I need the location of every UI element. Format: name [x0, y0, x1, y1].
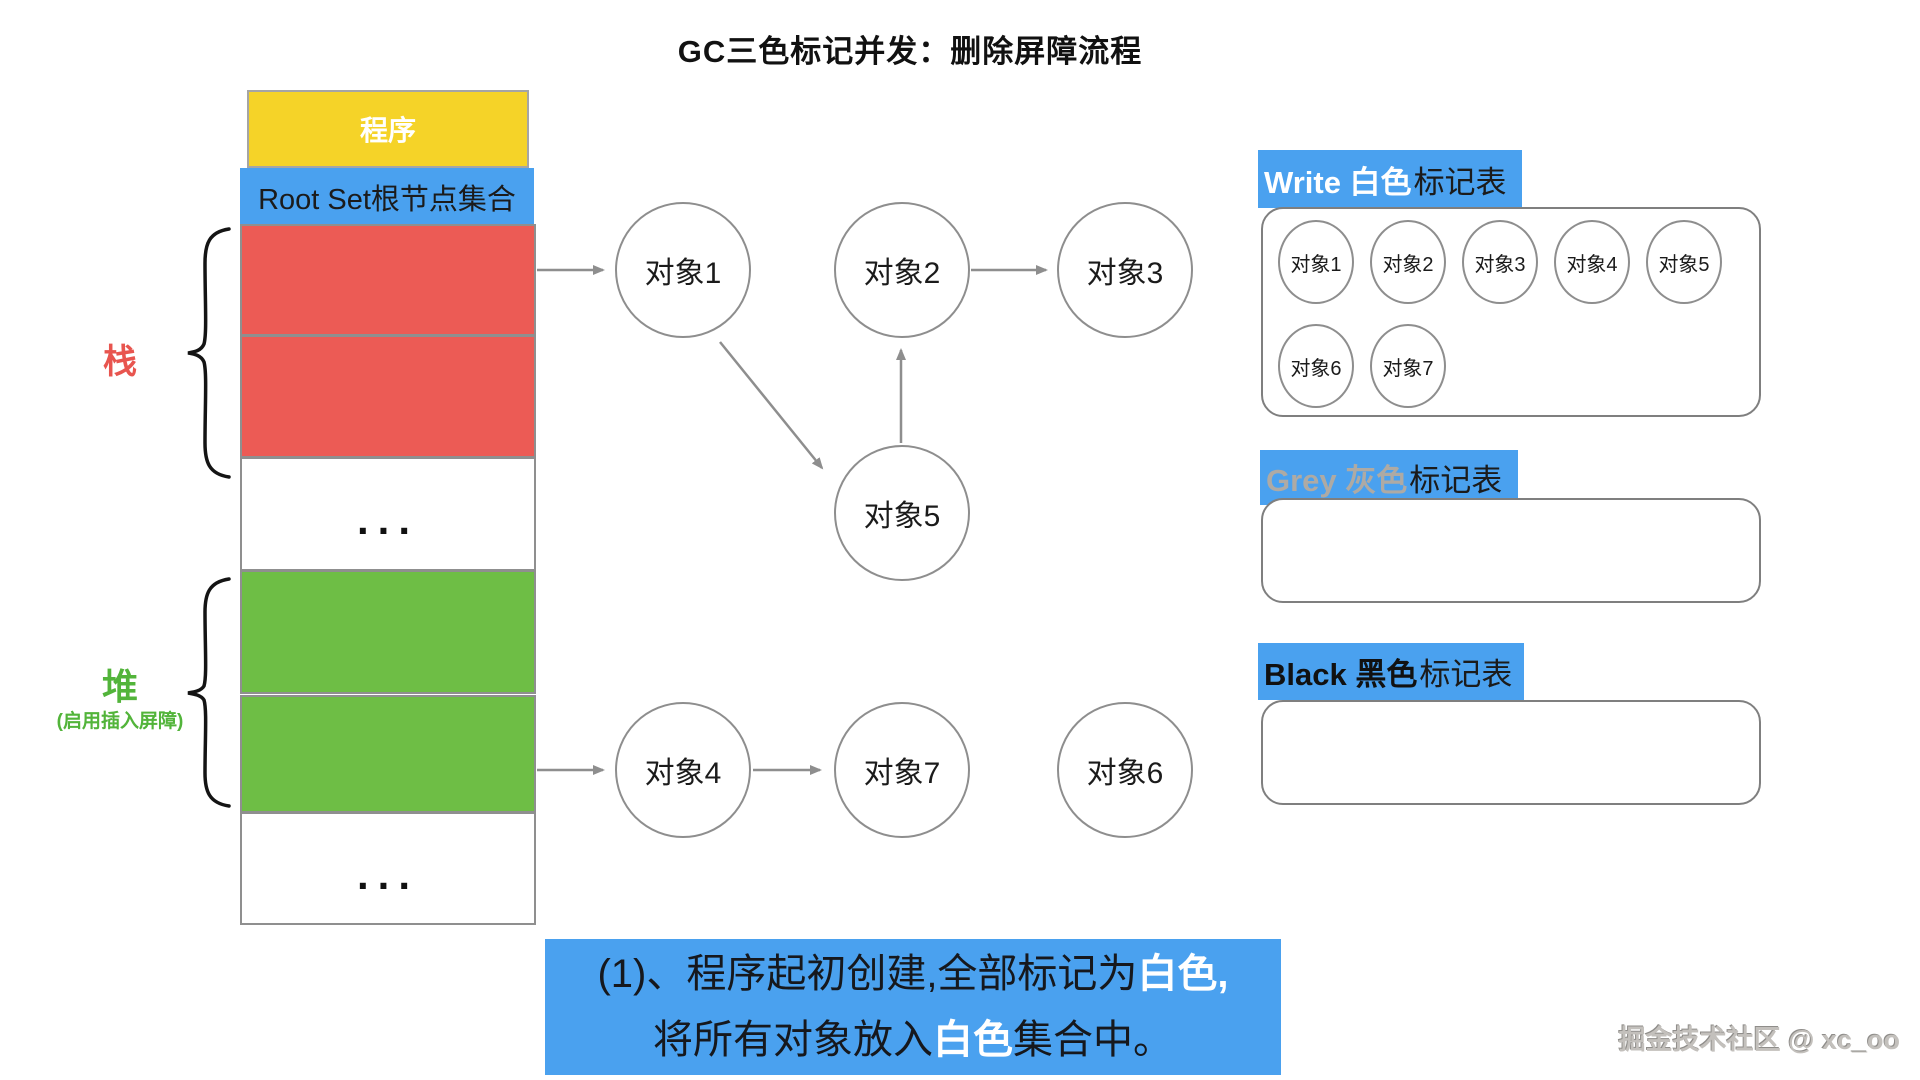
stack-label: 栈 — [103, 343, 137, 381]
grey-table-title: Grey 灰色标记表 — [1260, 450, 1518, 505]
white-table-item-3: 对象3 — [1462, 220, 1538, 304]
watermark: 掘金技术社区 @ xc_oo — [1618, 1025, 1900, 1055]
memory-ellipsis-1: ... — [240, 457, 536, 571]
heap-brace — [187, 577, 231, 808]
white-table-title-colored: Write 白色 — [1264, 164, 1412, 200]
object-node-6: 对象6 — [1057, 702, 1193, 838]
white-table-title: Write 白色标记表 — [1258, 150, 1522, 208]
root-set-box: Root Set根节点集合 — [240, 168, 534, 225]
caption-line2-suffix: 集合中。 — [1013, 1018, 1173, 1062]
arrow-object1-to-object5 — [719, 341, 824, 470]
stack-brace — [187, 227, 231, 479]
grey-table-title-colored: Grey 灰色 — [1266, 463, 1408, 498]
black-table-title: Black 黑色标记表 — [1258, 643, 1524, 700]
white-table-item-1: 对象1 — [1278, 220, 1354, 304]
caption-line1-text: (1)、程序起初创建,全部标记为 — [597, 952, 1138, 996]
object-node-7: 对象7 — [834, 702, 970, 838]
memory-ellipsis-2: ... — [240, 812, 536, 925]
stack-cell-2 — [240, 335, 536, 458]
step-caption-line1: (1)、程序起初创建,全部标记为白色, — [597, 941, 1228, 1007]
white-table-item-4: 对象4 — [1554, 220, 1630, 304]
object-node-3: 对象3 — [1057, 202, 1193, 338]
caption-line1-highlight: 白色, — [1137, 952, 1229, 996]
object-node-1: 对象1 — [615, 202, 751, 338]
step-caption: (1)、程序起初创建,全部标记为白色, 将所有对象放入白色集合中。 — [545, 939, 1281, 1075]
object-node-5: 对象5 — [834, 445, 970, 581]
grey-table-title-suffix: 标记表 — [1409, 463, 1503, 498]
caption-line2-highlight: 白色 — [933, 1018, 1013, 1062]
black-table-box — [1261, 700, 1761, 805]
page-title: GC三色标记并发：删除屏障流程 — [677, 34, 1143, 69]
step-caption-line2: 将所有对象放入白色集合中。 — [653, 1007, 1173, 1073]
white-table-item-7: 对象7 — [1370, 324, 1446, 408]
white-table-item-2: 对象2 — [1370, 220, 1446, 304]
black-table-title-suffix: 标记表 — [1419, 657, 1513, 692]
heap-cell-2 — [240, 695, 536, 813]
object-node-2: 对象2 — [834, 202, 970, 338]
caption-line2-text: 将所有对象放入 — [653, 1018, 933, 1062]
heap-sublabel: (启用插入屏障) — [56, 711, 184, 732]
white-table-item-6: 对象6 — [1278, 324, 1354, 408]
heap-cell-1 — [240, 570, 536, 694]
heap-label: 堆 — [101, 666, 138, 707]
black-table-title-colored: Black 黑色 — [1264, 657, 1418, 692]
grey-table-box — [1261, 498, 1761, 603]
object-node-4: 对象4 — [615, 702, 751, 838]
white-table-item-5: 对象5 — [1646, 220, 1722, 304]
stack-cell-1 — [240, 224, 536, 336]
white-table-title-suffix: 标记表 — [1413, 164, 1507, 200]
program-box: 程序 — [247, 90, 529, 168]
